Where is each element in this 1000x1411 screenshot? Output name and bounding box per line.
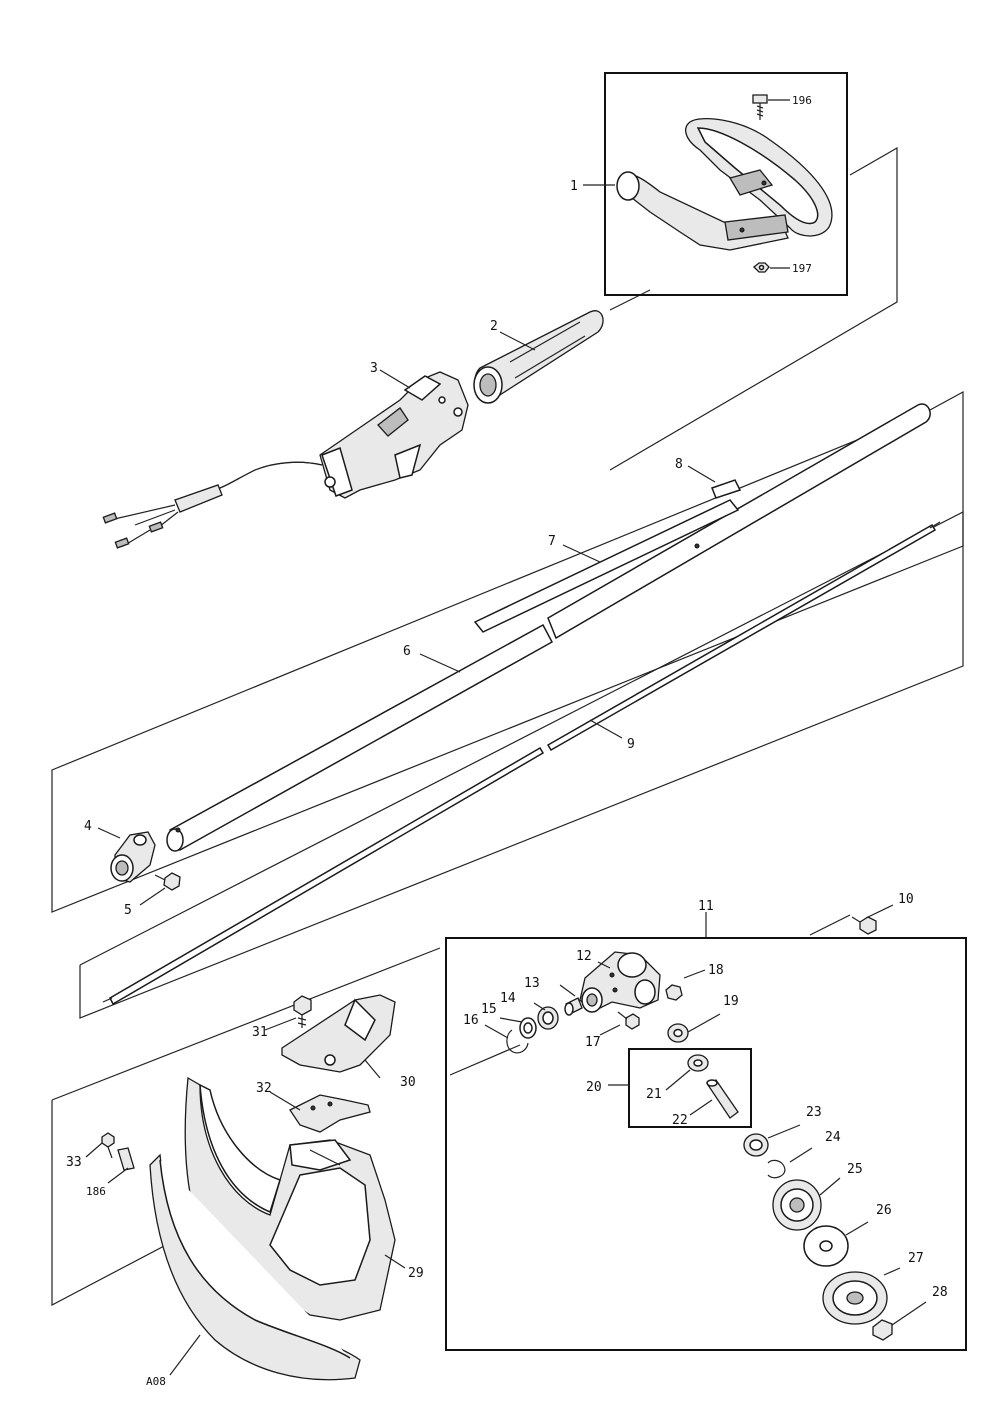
plate-186: [117, 1147, 135, 1171]
callout-18: 18: [708, 963, 724, 978]
callout-25: 25: [847, 1162, 863, 1177]
assembly-bracket-shaft: [51, 390, 964, 913]
callout-197: 197: [792, 262, 812, 275]
label-sticker-8: [711, 479, 742, 499]
handle-loop: [616, 117, 833, 251]
leader-32: [269, 1091, 301, 1111]
callout-15: 15: [481, 1002, 497, 1017]
blade-guard-extension-A08: [149, 1153, 361, 1381]
callout-A08: A08: [146, 1375, 166, 1388]
callout-21: 21: [646, 1087, 662, 1102]
nut-28: [872, 1319, 893, 1341]
drive-shaft-9: [102, 521, 941, 1006]
callout-16: 16: [463, 1013, 479, 1028]
callout-8: 8: [675, 457, 683, 472]
spindle-22: [706, 1079, 739, 1119]
callout-9: 9: [627, 737, 635, 752]
leader-30: [364, 1059, 381, 1079]
leader-4: [97, 827, 121, 839]
gear-case-12: [579, 951, 661, 1013]
nut-18: [665, 984, 683, 1001]
bolt-10: [851, 916, 877, 935]
callout-13: 13: [524, 976, 540, 991]
callout-20: 20: [586, 1080, 602, 1095]
callout-2: 2: [490, 319, 498, 334]
callout-29: 29: [408, 1266, 424, 1281]
leader-9: [589, 719, 623, 739]
shaft-tube-6: [166, 403, 931, 852]
callout-12: 12: [576, 949, 592, 964]
screw-196: [752, 94, 768, 120]
callout-3: 3: [370, 361, 378, 376]
leader-186: [107, 1167, 129, 1184]
bracket-cover-30: [281, 994, 396, 1073]
leader-5: [139, 887, 166, 906]
assembly-bracket-guard: [51, 914, 851, 1306]
callout-26: 26: [876, 1203, 892, 1218]
leader-29: [384, 1254, 406, 1269]
handle-assembly-box: [604, 72, 848, 296]
callout-196: 196: [792, 94, 812, 107]
callout-5: 5: [124, 903, 132, 918]
assembly-bracket-handle: [609, 146, 898, 471]
cup-washer-23: [743, 1133, 769, 1157]
callout-7: 7: [548, 534, 556, 549]
callout-4: 4: [84, 819, 92, 834]
callout-31: 31: [252, 1025, 268, 1040]
leader-8: [687, 465, 716, 483]
throttle-cable: [102, 461, 323, 549]
leader-A08: [169, 1334, 201, 1376]
throttle-handle-3: [319, 371, 469, 499]
leader-7: [562, 544, 601, 563]
leader-31: [264, 1017, 297, 1031]
grip-2: [473, 310, 604, 404]
bolt-31: [293, 995, 312, 1028]
callout-19: 19: [723, 994, 739, 1009]
leader-6: [419, 653, 461, 673]
callout-11: 11: [698, 899, 714, 914]
leader-10: [865, 904, 894, 919]
washer-21: [687, 1054, 709, 1072]
bushing-13: [564, 997, 583, 1016]
assembly-bracket-driveshaft: [79, 511, 964, 1019]
callout-32: 32: [256, 1081, 272, 1096]
spindle-set-box: [628, 1048, 752, 1128]
label-sticker-7: [473, 499, 740, 633]
callout-10: 10: [898, 892, 914, 907]
gear-head-assembly-box: [445, 937, 967, 1351]
bolt-17: [617, 1011, 640, 1030]
washer-15: [519, 1017, 537, 1039]
circlip-16: [506, 1029, 529, 1054]
callout-1: 1: [570, 179, 578, 194]
leader-33: [85, 1142, 103, 1158]
callout-24: 24: [825, 1130, 841, 1145]
receiver-washer-25: [772, 1179, 822, 1231]
circlip-24: [767, 1159, 786, 1179]
bolt-5: [154, 872, 181, 891]
washer-26: [803, 1225, 849, 1267]
washer-19: [667, 1023, 689, 1043]
bearing-14: [537, 1006, 559, 1030]
callout-186: 186: [86, 1185, 106, 1198]
callout-23: 23: [806, 1105, 822, 1120]
callout-30: 30: [400, 1075, 416, 1090]
cover-27: [822, 1271, 888, 1325]
callout-27: 27: [908, 1251, 924, 1266]
callout-22: 22: [672, 1113, 688, 1128]
callout-28: 28: [932, 1285, 948, 1300]
callout-14: 14: [500, 991, 516, 1006]
clamp-4: [110, 831, 156, 883]
bracket-32: [289, 1094, 371, 1133]
callout-6: 6: [403, 644, 411, 659]
screw-33: [101, 1132, 115, 1159]
callout-17: 17: [585, 1035, 601, 1050]
nut-197: [753, 262, 770, 273]
callout-33: 33: [66, 1155, 82, 1170]
